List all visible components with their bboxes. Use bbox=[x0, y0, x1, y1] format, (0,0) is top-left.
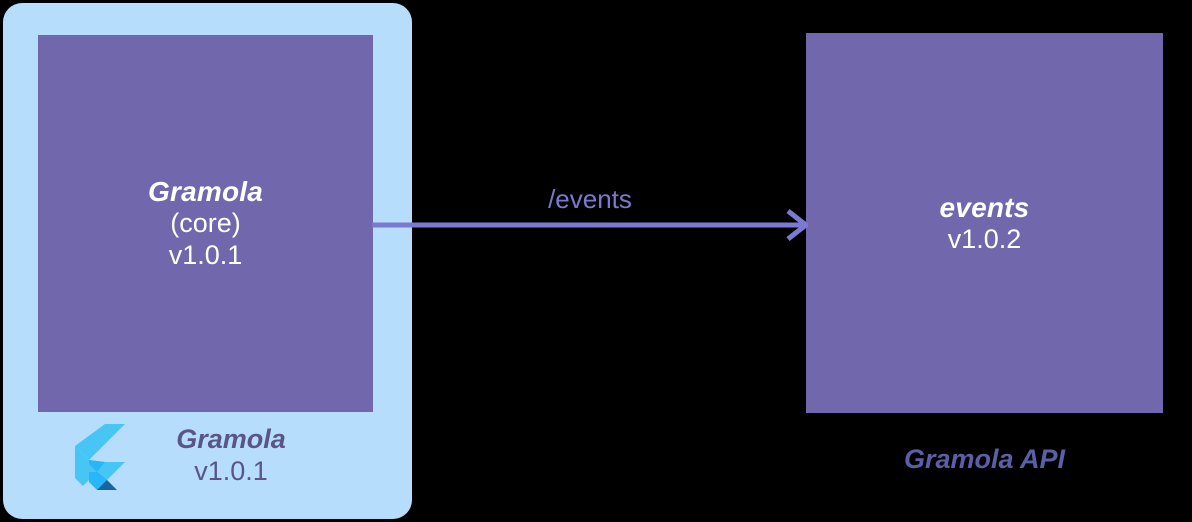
flutter-logo-icon bbox=[75, 424, 125, 501]
node-core-title: Gramola bbox=[148, 176, 263, 208]
edge-core-to-events-arrow-icon bbox=[372, 200, 811, 252]
platform-caption-name: Gramola bbox=[176, 424, 286, 454]
platform-caption-version: v1.0.1 bbox=[194, 456, 268, 487]
node-events-version: v1.0.2 bbox=[947, 223, 1022, 254]
node-core-version: v1.0.1 bbox=[168, 240, 243, 271]
node-events-title: events bbox=[939, 191, 1030, 223]
node-events[interactable]: events v1.0.2 bbox=[806, 33, 1163, 413]
platform-caption: Gramola v1.0.1 bbox=[131, 423, 331, 488]
edge-core-to-events-label: /events bbox=[548, 184, 632, 214]
node-core[interactable]: Gramola (core) v1.0.1 bbox=[38, 35, 373, 412]
api-group-caption: Gramola API bbox=[903, 444, 1066, 474]
node-core-subtitle: (core) bbox=[170, 208, 241, 239]
